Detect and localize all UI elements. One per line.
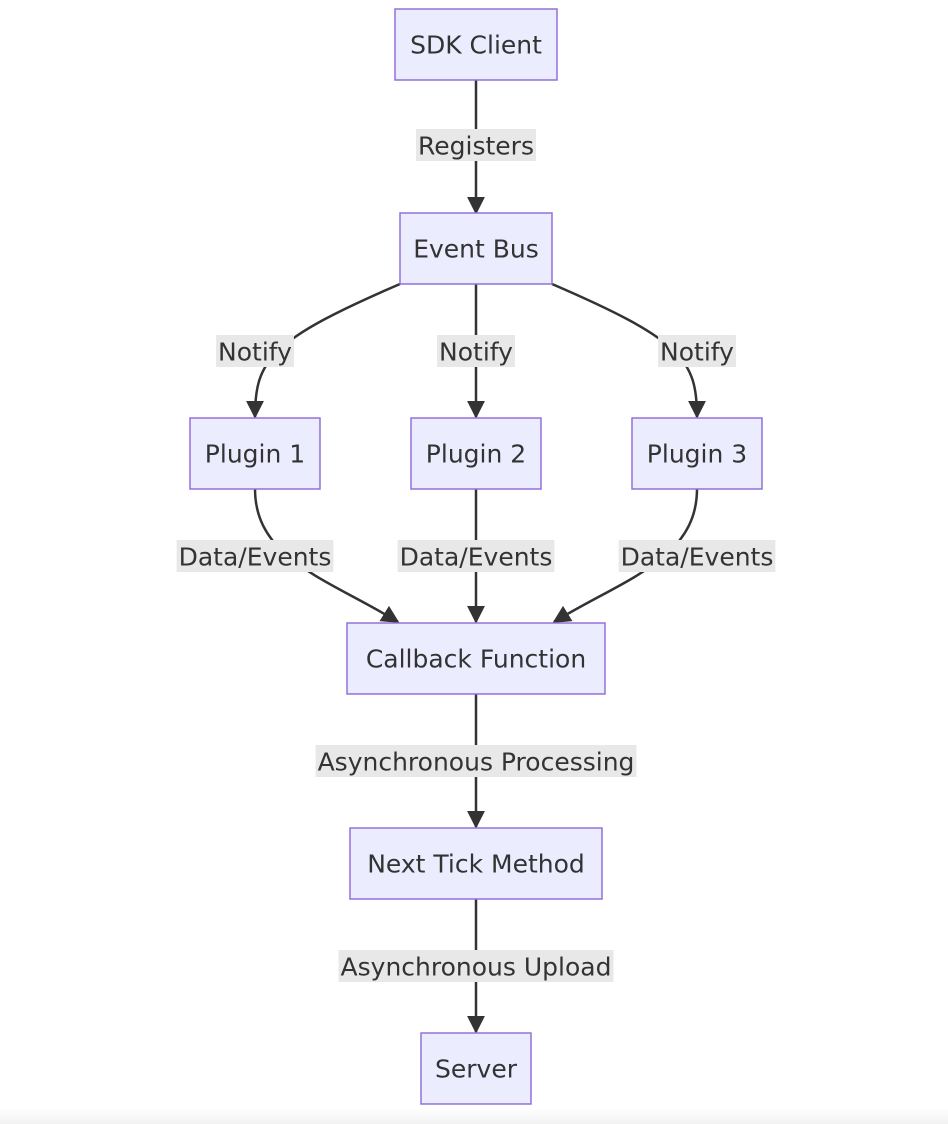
nodes: SDK Client Event Bus Plugin 1 Plugin 2 P… (189, 8, 763, 1105)
node-plugin-3-label: Plugin 3 (647, 440, 747, 469)
edge-label-notify-1-text: Notify (218, 338, 292, 367)
edge-label-notify-3: Notify (658, 335, 736, 367)
edge-label-asynchronous-upload: Asynchronous Upload (338, 950, 614, 982)
edge-label-registers: Registers (416, 129, 536, 161)
edge-label-data-events-3: Data/Events (618, 540, 776, 572)
edge-labels: Registers Notify Notify Notify Data/Even… (176, 129, 776, 982)
edge-label-data-events-3-text: Data/Events (621, 543, 774, 572)
node-callback-function[interactable]: Callback Function (346, 622, 606, 695)
node-plugin-2-label: Plugin 2 (426, 440, 526, 469)
node-plugin-1[interactable]: Plugin 1 (189, 417, 321, 490)
edge-label-notify-1: Notify (216, 335, 294, 367)
node-sdk-client-label: SDK Client (410, 31, 542, 60)
edge-label-asynchronous-processing: Asynchronous Processing (315, 745, 637, 777)
node-sdk-client[interactable]: SDK Client (394, 8, 558, 81)
node-next-tick-method[interactable]: Next Tick Method (349, 827, 603, 900)
node-event-bus-label: Event Bus (413, 235, 539, 264)
edge-label-notify-2-text: Notify (439, 338, 513, 367)
edge-label-notify-2: Notify (437, 335, 515, 367)
node-server-label: Server (435, 1055, 518, 1084)
edge-label-asynchronous-processing-text: Asynchronous Processing (318, 748, 635, 777)
node-event-bus[interactable]: Event Bus (399, 212, 553, 285)
edge-label-data-events-2: Data/Events (397, 540, 555, 572)
node-plugin-2[interactable]: Plugin 2 (410, 417, 542, 490)
edge-label-notify-3-text: Notify (660, 338, 734, 367)
edge-label-data-events-2-text: Data/Events (400, 543, 553, 572)
edge-label-asynchronous-upload-text: Asynchronous Upload (341, 953, 612, 982)
edge-label-registers-text: Registers (418, 132, 534, 161)
node-callback-function-label: Callback Function (366, 645, 586, 674)
node-plugin-1-label: Plugin 1 (205, 440, 305, 469)
node-server[interactable]: Server (420, 1032, 532, 1105)
edge-label-data-events-1-text: Data/Events (179, 543, 332, 572)
node-plugin-3[interactable]: Plugin 3 (631, 417, 763, 490)
node-next-tick-method-label: Next Tick Method (367, 850, 585, 879)
bottom-fade (0, 1108, 948, 1124)
edge-label-data-events-1: Data/Events (176, 540, 334, 572)
